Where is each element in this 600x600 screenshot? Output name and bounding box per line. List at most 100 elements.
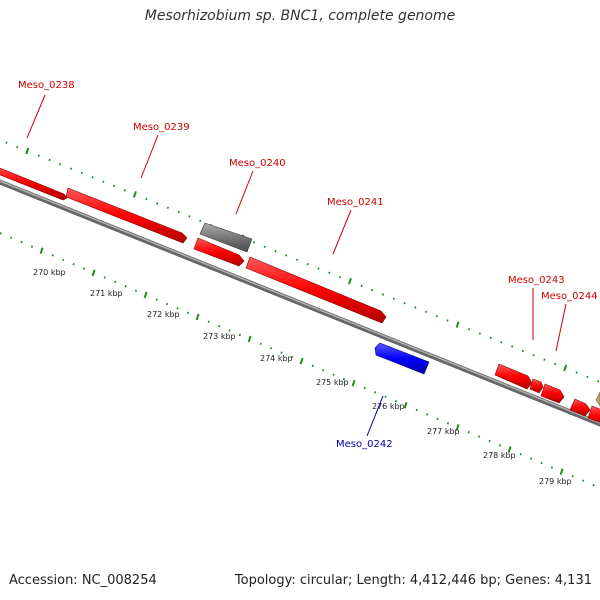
upper-track-minor-tick [392, 297, 395, 301]
upper-track-minor-tick [489, 336, 492, 340]
lower-tick-track [0, 232, 595, 487]
upper-track-minor-tick [188, 215, 191, 218]
gene-label-meso-0242[interactable]: Meso_0242 [336, 439, 393, 450]
lower-track-minor-tick [530, 457, 533, 460]
upper-track-minor-tick [575, 371, 578, 374]
lower-track-minor-tick [394, 399, 398, 403]
upper-track-minor-tick [532, 353, 535, 357]
gene-arrow-extra-2[interactable] [587, 405, 600, 426]
lower-track-minor-tick [238, 333, 242, 337]
lower-track-major-tick [559, 468, 564, 475]
upper-track-minor-tick [403, 301, 406, 305]
upper-track-major-tick [132, 191, 137, 198]
lower-track-minor-tick [103, 276, 106, 279]
upper-track-minor-tick [381, 293, 385, 296]
kbp-label-272: 272 kbp [147, 310, 180, 319]
lower-track-minor-tick [540, 461, 543, 465]
leader-line-meso-0244 [555, 303, 567, 352]
upper-track-minor-tick [435, 314, 438, 318]
lower-track-minor-tick [363, 386, 366, 390]
upper-track-minor-tick [16, 145, 19, 149]
upper-track-minor-tick [586, 375, 589, 379]
gene-arrow-meso-0240[interactable] [199, 222, 253, 253]
lower-track-major-tick [143, 291, 148, 299]
gene-arrow-meso-0239[interactable] [65, 187, 188, 244]
upper-track-minor-tick [48, 158, 51, 162]
upper-track-minor-tick [252, 241, 256, 244]
leader-line-meso-0238 [26, 94, 46, 139]
upper-track-major-tick [348, 277, 352, 285]
upper-track-minor-tick [468, 327, 471, 331]
gene-arrow-meso-0242[interactable] [374, 342, 430, 375]
gene-label-meso-0240[interactable]: Meso_0240 [229, 158, 286, 169]
upper-track-minor-tick [102, 180, 105, 183]
gene-arrow-extra-1[interactable] [569, 398, 591, 417]
gene-arrow-meso-0244[interactable] [540, 383, 565, 404]
upper-track-minor-tick [414, 306, 417, 309]
upper-track-minor-tick [5, 141, 8, 144]
kbp-label-275: 275 kbp [316, 378, 349, 387]
lower-track-minor-tick [72, 262, 75, 266]
lower-track-minor-tick [571, 475, 574, 478]
lower-track-minor-tick [166, 302, 169, 306]
gene-label-meso-0241[interactable]: Meso_0241 [327, 197, 384, 208]
lower-track-minor-tick [550, 466, 554, 469]
upper-track-minor-tick [543, 358, 546, 361]
lower-track-major-tick [403, 401, 408, 409]
lower-track-minor-tick [51, 254, 54, 257]
lower-track-minor-tick [311, 364, 314, 368]
lower-track-major-tick [39, 247, 44, 255]
gene-arrow-meso-0238[interactable] [0, 164, 68, 201]
lower-track-minor-tick [322, 369, 325, 372]
kbp-label-276: 276 kbp [372, 402, 405, 411]
upper-track-minor-tick [37, 154, 40, 157]
lower-track-minor-tick [207, 320, 210, 323]
upper-track-minor-tick [306, 262, 309, 266]
upper-track-minor-tick [59, 163, 62, 166]
gene-label-meso-0239[interactable]: Meso_0239 [133, 122, 190, 133]
upper-track-minor-tick [145, 197, 148, 201]
lower-track-minor-tick [0, 232, 2, 235]
upper-track-minor-tick [199, 219, 202, 222]
gene-arrow-meso-0243b[interactable] [529, 378, 544, 394]
lower-track-minor-tick [114, 280, 117, 284]
lower-track-minor-tick [10, 236, 13, 239]
lower-track-minor-tick [155, 298, 158, 301]
upper-track-minor-tick [328, 271, 331, 275]
upper-track-minor-tick [263, 245, 266, 249]
lower-track-minor-tick [270, 346, 273, 350]
lower-track-minor-tick [20, 240, 23, 244]
lower-track-minor-tick [82, 267, 86, 270]
lower-track-minor-tick [62, 258, 65, 262]
lower-track-minor-tick [488, 439, 491, 443]
gene-label-meso-0244[interactable]: Meso_0244 [541, 291, 598, 302]
upper-track-minor-tick [360, 284, 363, 288]
gene-label-meso-0243[interactable]: Meso_0243 [508, 275, 565, 286]
lower-track-minor-tick [228, 329, 231, 332]
gene-arrow-meso-0243[interactable] [494, 363, 533, 390]
lower-track-minor-tick [446, 422, 450, 425]
upper-track-minor-tick [91, 176, 94, 179]
upper-track-minor-tick [177, 210, 180, 214]
kbp-label-271: 271 kbp [90, 289, 123, 298]
leader-line-meso-0240 [235, 170, 254, 215]
lower-track-minor-tick [467, 430, 470, 434]
leader-line-meso-0239 [140, 134, 159, 179]
gene-arrow-meso-0241[interactable] [245, 256, 387, 324]
leader-line-meso-0241 [332, 209, 352, 255]
gene-arrow-extra-3[interactable] [595, 391, 600, 407]
lower-track-major-tick [507, 446, 512, 453]
lower-track-minor-tick [477, 435, 481, 438]
kbp-label-279: 279 kbp [539, 477, 572, 486]
gene-label-meso-0238[interactable]: Meso_0238 [18, 80, 75, 91]
leader-line-meso-0242 [366, 395, 384, 437]
lower-track-minor-tick [218, 324, 221, 328]
upper-track-minor-tick [521, 349, 524, 353]
lower-track-minor-tick [30, 245, 34, 248]
lower-track-minor-tick [436, 417, 439, 421]
gene-arrow-meso-0241a[interactable] [193, 237, 245, 267]
backbone-line [0, 179, 600, 427]
upper-track-minor-tick [424, 310, 428, 314]
lower-track-minor-tick [415, 408, 418, 412]
kbp-label-274: 274 kbp [260, 354, 293, 363]
